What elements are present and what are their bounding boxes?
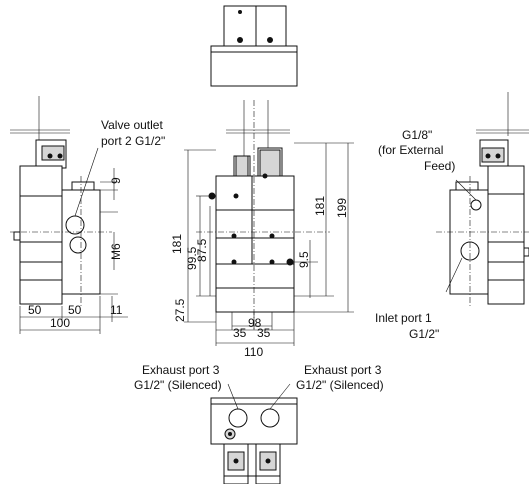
g18-label-line1: G1/8" — [402, 128, 432, 142]
dim-front-87-5: 87.5 — [195, 238, 209, 262]
dim-left-50b: 50 — [68, 303, 82, 317]
bottom-view — [210, 383, 298, 484]
dim-front-99-5: 99.5 — [185, 246, 199, 270]
dim-left-11: 11 — [110, 303, 123, 317]
dim-front-35a: 35 — [233, 326, 247, 340]
dim-front-27-5: 27.5 — [173, 298, 187, 322]
exhaust-right-label-line1: Exhaust port 3 — [304, 363, 382, 377]
exhaust-right-label-line2: G1/2" (Silenced) — [296, 378, 384, 392]
valve-outlet-label-line1: Valve outlet — [101, 118, 163, 132]
dim-front-9-5: 9.5 — [297, 251, 311, 268]
dim-front-98: 98 — [248, 316, 262, 330]
dim-left-100: 100 — [50, 316, 70, 330]
inlet-label-line1: Inlet port 1 — [375, 311, 432, 325]
top-view-solenoid-housing — [223, 5, 287, 47]
exhaust-left-label-line2: G1/2" (Silenced) — [134, 378, 222, 392]
dim-left-50a: 50 — [28, 303, 42, 317]
dim-front-181-right: 181 — [313, 196, 327, 216]
exhaust-left-label-line1: Exhaust port 3 — [142, 363, 220, 377]
dim-front-199: 199 — [335, 198, 349, 218]
right-side-view — [436, 92, 529, 306]
left-side-view — [10, 96, 128, 334]
inlet-label-line2: G1/2" — [409, 327, 439, 341]
dim-left-9: 9 — [109, 177, 123, 184]
dim-left-m6: M6 — [109, 243, 123, 260]
dim-front-35b: 35 — [257, 326, 271, 340]
top-view — [210, 5, 298, 87]
valve-outlet-label-line2: port 2 G1/2" — [101, 134, 165, 148]
top-view-valve-body — [210, 45, 298, 87]
g18-label-line3: Feed) — [424, 159, 455, 173]
bottom-view-valve-body — [210, 397, 298, 445]
dim-front-110: 110 — [244, 345, 263, 359]
dim-front-181-left: 181 — [170, 234, 184, 254]
front-view — [184, 100, 354, 346]
g18-label-line2: (for External — [378, 143, 443, 157]
